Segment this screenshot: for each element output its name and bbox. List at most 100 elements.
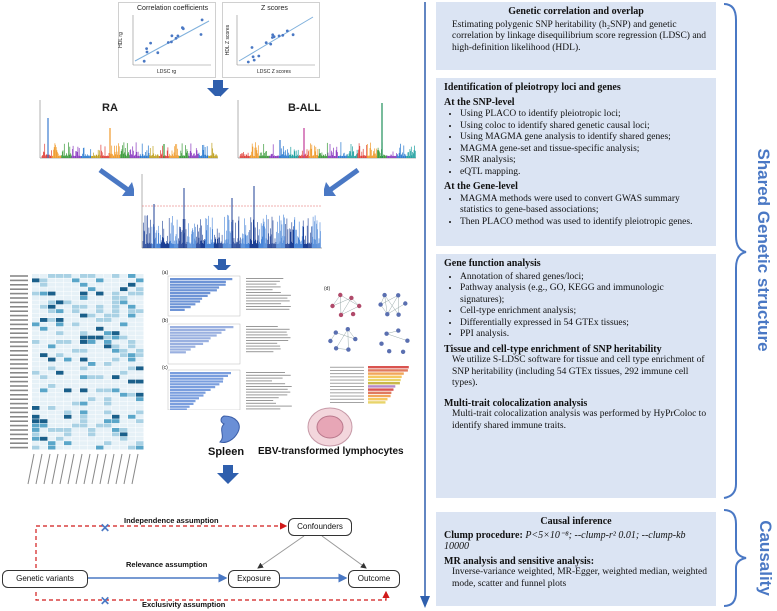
heatmap-cell xyxy=(120,340,128,344)
heatmap-col-label xyxy=(99,453,107,485)
heatmap-cell xyxy=(96,406,104,410)
clump-label: Clump procedure: xyxy=(444,529,523,541)
heatmap-cell xyxy=(128,406,136,410)
heatmap-cell xyxy=(48,353,56,358)
bar-text-line xyxy=(246,278,284,279)
heatmap-cell xyxy=(104,423,112,428)
heatmap-cell xyxy=(40,445,48,450)
heatmap-col-label xyxy=(75,453,83,485)
ra-manhattan-plot: RA xyxy=(34,96,220,166)
heatmap-cell xyxy=(64,419,72,424)
enrichment-bar xyxy=(170,283,226,286)
heatmap-cell xyxy=(64,445,72,450)
scatter-dot xyxy=(166,41,170,44)
go-bar xyxy=(368,391,392,394)
bar-text-line xyxy=(246,377,283,379)
heatmap-cell xyxy=(112,318,120,322)
heatmap-cell xyxy=(48,335,56,340)
panel-c-label: (c) xyxy=(162,365,168,371)
heatmap-cell xyxy=(136,353,144,358)
heatmap-cell xyxy=(128,282,136,287)
heatmap-cell xyxy=(128,291,136,296)
heatmap-cell xyxy=(72,419,80,424)
heatmap-cell xyxy=(80,392,88,397)
heatmap-cell xyxy=(32,401,40,406)
heatmap-cell xyxy=(120,388,128,393)
network-node xyxy=(338,292,343,298)
heatmap-cell xyxy=(48,419,56,424)
heatmap-cell xyxy=(112,357,120,362)
bar-text-line xyxy=(246,383,286,385)
heatmap-cell xyxy=(136,423,144,428)
heatmap-cell xyxy=(120,304,128,309)
exclusivity-label: Exclusivity assumption xyxy=(142,600,226,609)
heatmap-cell xyxy=(72,309,80,314)
heatmap-cell xyxy=(112,296,120,300)
heatmap-cell xyxy=(32,375,40,380)
snp-item: eQTL mapping. xyxy=(460,167,708,179)
heatmap-cell xyxy=(88,445,96,450)
heatmap-cell xyxy=(128,436,136,441)
bar-text-line xyxy=(246,328,290,330)
enrichment-bar xyxy=(170,306,191,309)
heatmap-cell xyxy=(120,375,128,380)
heatmap-cell xyxy=(96,366,104,371)
heatmap-cell xyxy=(80,384,88,388)
enrichment-bar xyxy=(170,331,222,334)
enrichment-bar xyxy=(170,386,216,389)
heatmap-cell xyxy=(128,414,136,419)
heatmap-cell xyxy=(48,397,56,402)
bar-text-line xyxy=(246,380,272,382)
heatmap-cell xyxy=(104,274,112,278)
heatmap-cell xyxy=(120,436,128,441)
bar-text-line xyxy=(246,283,277,285)
heatmap-cell xyxy=(48,414,56,419)
heatmap-cell xyxy=(56,287,64,292)
network-node xyxy=(345,327,350,332)
heatmap-cell xyxy=(32,428,40,432)
network-node xyxy=(353,336,358,342)
heatmap-cell xyxy=(40,300,48,305)
heatmap-cell xyxy=(136,441,144,446)
heatmap-cell xyxy=(40,357,48,362)
heatmap-cell xyxy=(120,397,128,402)
heatmap-cell xyxy=(64,414,72,419)
heatmap-cell xyxy=(120,309,128,314)
heatmap-cell xyxy=(40,414,48,419)
heatmap-row-label xyxy=(10,429,28,431)
heatmap-cell xyxy=(112,436,120,441)
bar-text-line xyxy=(246,286,281,288)
heatmap-cell xyxy=(112,304,120,309)
relevance-label: Relevance assumption xyxy=(126,560,208,569)
heatmap-cell xyxy=(64,436,72,441)
heatmap-cell xyxy=(64,397,72,402)
heatmap-cell xyxy=(64,423,72,428)
heatmap-cell xyxy=(136,362,144,366)
heatmap-cell xyxy=(104,419,112,424)
heatmap-cell xyxy=(96,344,104,349)
go-bar xyxy=(368,385,396,388)
enrichment-bar xyxy=(170,337,211,340)
bar-text-line xyxy=(246,386,292,387)
bar-text-line xyxy=(246,308,290,310)
heatmap-cell xyxy=(128,388,136,393)
heatmap-row-label xyxy=(10,376,28,378)
network-node xyxy=(385,312,390,317)
heatmap-cell xyxy=(120,357,128,362)
section4-title: Causal inference xyxy=(540,516,612,527)
heatmap-cell xyxy=(120,379,128,384)
heatmap-cell xyxy=(128,326,136,331)
spleen-icon xyxy=(219,415,240,443)
heatmap-cell xyxy=(72,423,80,428)
heatmap-cell xyxy=(32,406,40,410)
enrichment-panels: (a) (b) (c) (d) xyxy=(162,270,412,410)
heatmap-cell xyxy=(136,370,144,375)
heatmap-cell xyxy=(40,344,48,349)
heatmap-cell xyxy=(104,379,112,384)
heatmap-cell xyxy=(32,291,40,296)
heatmap-cell xyxy=(96,353,104,358)
section1-title: Genetic correlation and overlap xyxy=(508,6,644,17)
heatmap-cell xyxy=(120,392,128,397)
heatmap-cell xyxy=(80,419,88,424)
scatter-dot xyxy=(199,33,203,36)
